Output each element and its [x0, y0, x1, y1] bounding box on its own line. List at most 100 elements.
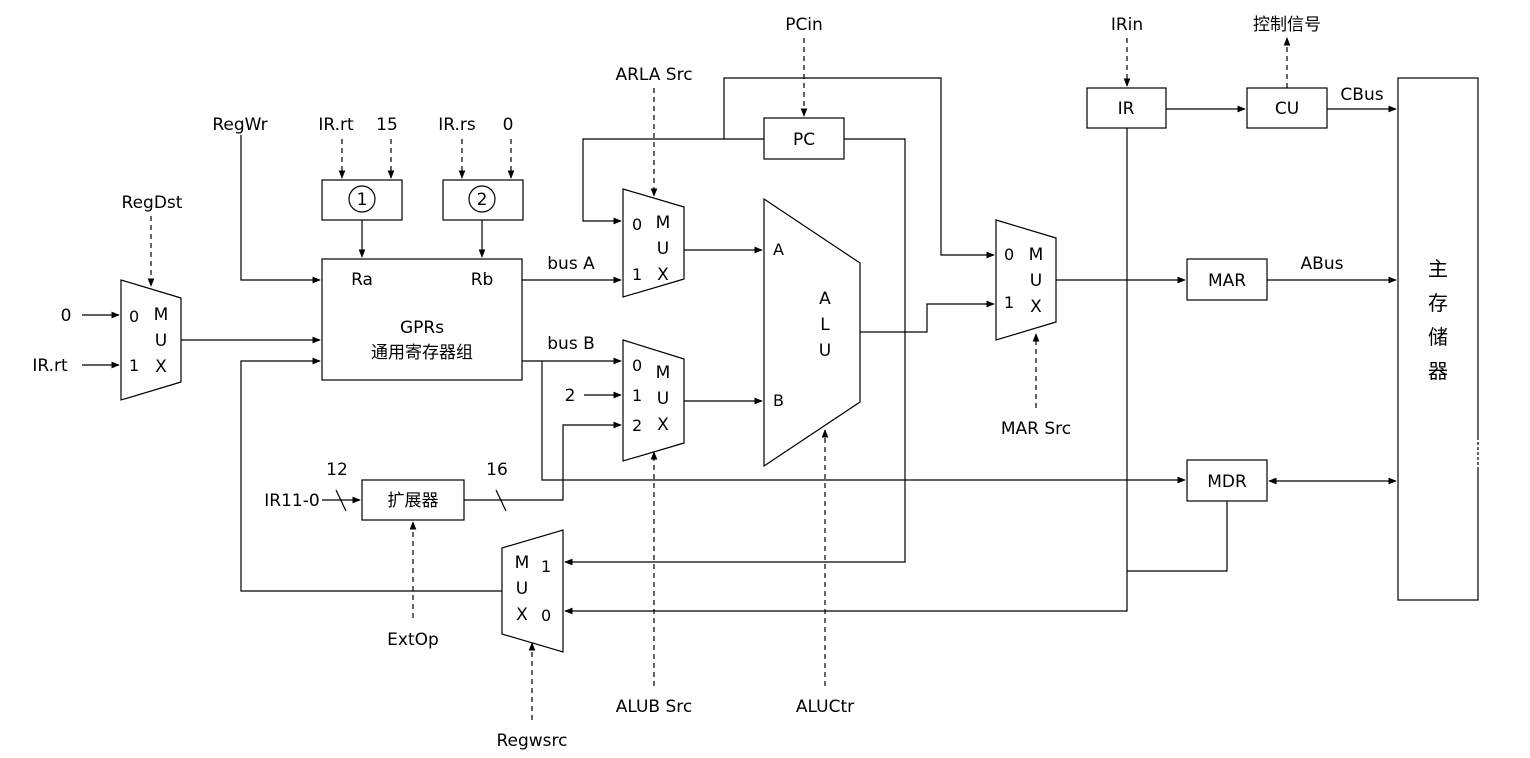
mar-mux-m: M — [1029, 245, 1044, 265]
memory-char-4: 器 — [1428, 359, 1448, 383]
wire-ext-to-alub — [464, 421, 622, 501]
decoder-2-label: 2 — [477, 190, 488, 210]
mar-register — [1186, 258, 1268, 301]
alua-mux-in-0: 0 — [632, 215, 642, 234]
pc-register — [763, 117, 845, 160]
mdr-label: MDR — [1207, 472, 1247, 492]
alu-letter-a: A — [819, 289, 831, 309]
alub-mux-in-0: 0 — [632, 356, 642, 375]
alub-mux-in-1: 1 — [632, 386, 642, 405]
wire-regwr — [240, 135, 321, 284]
mar-mux-in-0: 0 — [1004, 245, 1014, 264]
wire-pc-to-mar-mux — [723, 77, 995, 259]
regwsrc-mux-m: M — [515, 553, 530, 573]
gprs-port-rb: Rb — [471, 270, 494, 290]
label-pcin: PCin — [785, 15, 823, 35]
gprs-subtitle: 通用寄存器组 — [371, 343, 473, 363]
decoder-1-circle — [348, 185, 376, 213]
regdst-mux-m: M — [154, 305, 169, 325]
label-ir11-0: IR11-0 — [264, 491, 319, 511]
alu-block — [763, 197, 861, 468]
label-regdst: RegDst — [122, 193, 183, 213]
wire-pc-to-alua — [582, 138, 764, 225]
decoder-1-label: 1 — [357, 190, 368, 210]
label-aluctr: ALUCtr — [796, 697, 854, 717]
alub-mux-u: U — [657, 389, 669, 409]
ir-label: IR — [1118, 99, 1135, 119]
mar-label: MAR — [1208, 271, 1246, 291]
label-extop: ExtOp — [387, 630, 439, 650]
regwsrc-mux-u: U — [516, 579, 528, 599]
ir-register — [1086, 87, 1167, 129]
label-fifteen: 15 — [376, 115, 398, 135]
label-control-signal: 控制信号 — [1253, 15, 1321, 35]
wire-busb-to-mdr — [541, 361, 1186, 484]
alu-letter-l: L — [820, 315, 830, 335]
wire-regwsrc-to-gprs — [240, 357, 502, 592]
regwsrc-mux-x: X — [516, 605, 528, 625]
label-irrs: IR.rs — [438, 115, 476, 135]
label-in-zero: 0 — [61, 306, 72, 326]
memory-char-2: 存 — [1428, 291, 1448, 315]
label-zero-top: 0 — [503, 115, 514, 135]
alua-mux-m: M — [656, 213, 671, 233]
label-regwr: RegWr — [212, 115, 267, 135]
alu-letter-u: U — [819, 341, 831, 361]
mar-mux-x: X — [1030, 297, 1042, 317]
wire-alu-to-mar-mux — [860, 300, 995, 333]
regwsrc-mux — [501, 529, 564, 653]
regdst-mux-u: U — [155, 331, 167, 351]
wire-pc-to-regwsrc — [564, 138, 906, 566]
regwsrc-mux-in-0: 0 — [541, 606, 551, 625]
regwsrc-mux-in-1: 1 — [541, 557, 551, 576]
memory-char-1: 主 — [1428, 257, 1448, 281]
wire-ir-to-regwsrc — [564, 128, 1128, 615]
label-bus-b: bus B — [547, 334, 595, 354]
alua-mux-x: X — [657, 265, 669, 285]
label-bus-a: bus A — [547, 254, 595, 274]
label-alub-src: ALUB Src — [616, 697, 693, 717]
regdst-mux — [120, 279, 182, 401]
label-in-irrt: IR.rt — [32, 356, 68, 376]
alub-mux-m: M — [656, 363, 671, 383]
alub-mux-in-2: 2 — [632, 416, 642, 435]
mdr-register — [1186, 459, 1268, 502]
label-const-two: 2 — [565, 386, 576, 406]
extender-block — [361, 479, 465, 521]
label-irrt-top: IR.rt — [318, 115, 354, 135]
mar-mux-u: U — [1030, 271, 1042, 291]
alua-mux — [622, 188, 685, 298]
regdst-mux-in-1: 1 — [129, 356, 139, 375]
alua-mux-u: U — [657, 239, 669, 259]
bus-width-slash-16 — [495, 489, 507, 512]
mar-mux — [995, 219, 1057, 341]
cu-label: CU — [1275, 99, 1299, 119]
gprs-title: GPRs — [400, 318, 444, 338]
pc-label: PC — [793, 130, 815, 150]
label-regwsrc: Regwsrc — [496, 731, 567, 751]
regdst-mux-x: X — [155, 357, 167, 377]
main-memory-block — [1397, 77, 1479, 601]
label-irin: IRin — [1111, 15, 1143, 35]
gprs-port-ra: Ra — [351, 270, 373, 290]
label-mar-src: MAR Src — [1001, 419, 1071, 439]
mar-mux-in-1: 1 — [1004, 293, 1014, 312]
wire-mdr-to-ir-line — [1127, 501, 1228, 572]
label-width-16: 16 — [486, 460, 508, 480]
alu-input-b-label: B — [773, 391, 784, 410]
bus-width-slash-12 — [335, 489, 347, 512]
label-cbus: CBus — [1340, 85, 1383, 105]
label-abus: ABus — [1301, 254, 1344, 274]
cu-block — [1246, 87, 1328, 129]
label-width-12: 12 — [326, 460, 348, 480]
decoder-2-circle — [468, 185, 496, 213]
regdst-mux-in-0: 0 — [129, 307, 139, 326]
alua-mux-in-1: 1 — [632, 265, 642, 284]
label-arla-src: ARLA Src — [615, 65, 692, 85]
gprs-block — [321, 258, 523, 381]
extender-label: 扩展器 — [388, 491, 439, 511]
alub-mux-x: X — [657, 415, 669, 435]
alub-mux — [622, 339, 685, 462]
